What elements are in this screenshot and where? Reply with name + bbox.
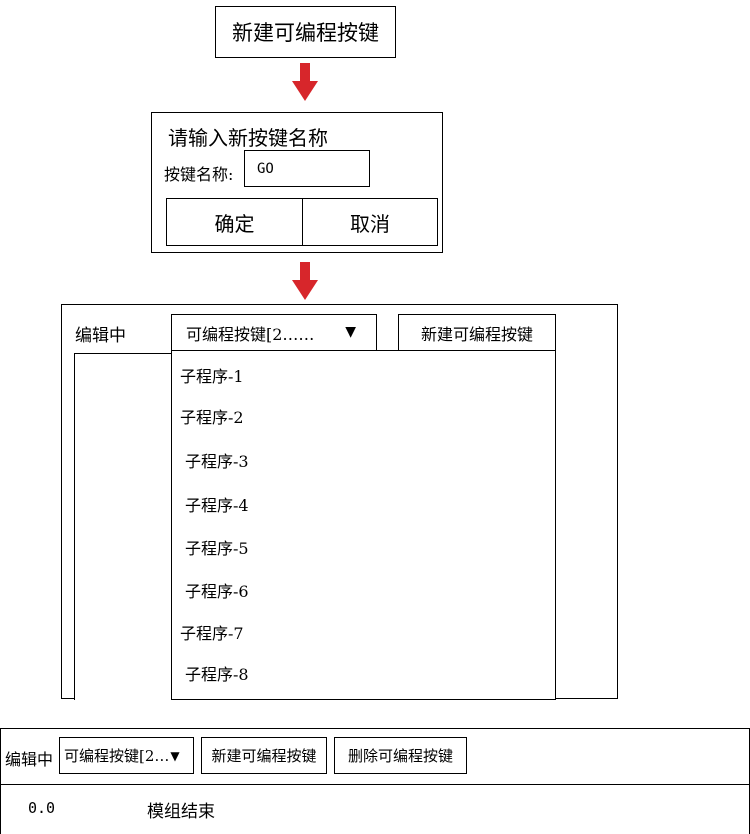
list-item[interactable]: 子程序-6 [185,582,249,601]
bottom-toolbar: 编辑中 可编程按键[2… ▼ 新建可编程按键 删除可编程按键 0.0 模组结束 [0,728,750,834]
key-name-input[interactable] [244,150,370,187]
editing-status-label: 编辑中 [5,750,54,769]
select-value: 可编程按键[2…… [186,324,315,344]
down-arrow-icon [292,63,318,101]
new-programmable-key-button[interactable]: 新建可编程按键 [201,737,327,774]
programmable-key-select[interactable]: 可编程按键[2… ▼ [59,737,194,774]
list-item[interactable]: 子程序-3 [185,452,249,471]
subroutine-dropdown-list: 子程序-1 子程序-2 子程序-3 子程序-4 子程序-5 子程序-6 子程序-… [171,350,556,700]
list-item[interactable]: 子程序-2 [180,408,244,427]
dropdown-caret-icon: ▼ [170,748,180,763]
list-item[interactable]: 子程序-4 [185,496,249,515]
list-item[interactable]: 子程序-5 [185,539,249,558]
list-item[interactable]: 子程序-1 [180,367,244,386]
new-programmable-key-button[interactable]: 新建可编程按键 [398,314,556,351]
delete-programmable-key-button[interactable]: 删除可编程按键 [334,737,467,774]
divider [1,784,750,785]
confirm-button[interactable]: 确定 [166,198,303,246]
cancel-button[interactable]: 取消 [302,198,438,246]
new-programmable-key-button[interactable]: 新建可编程按键 [215,6,396,58]
key-name-label: 按键名称: [164,165,234,184]
new-key-name-dialog: 请输入新按键名称 按键名称: 确定 取消 [151,112,443,253]
row-value: 0.0 [28,799,56,817]
programmable-key-select[interactable]: 可编程按键[2…… ▼ [171,314,377,351]
select-value: 可编程按键[2… [64,747,170,765]
side-list [74,353,172,700]
list-item[interactable]: 子程序-7 [180,624,244,643]
dialog-title: 请输入新按键名称 [168,126,328,150]
down-arrow-icon [292,262,318,300]
row-label: 模组结束 [147,802,215,822]
list-item[interactable]: 子程序-8 [185,665,249,684]
dropdown-caret-icon: ▼ [345,324,356,340]
editor-panel: 编辑中 可编程按键[2…… ▼ 新建可编程按键 子程序-1 子程序-2 子程序-… [61,304,618,700]
editing-status-label: 编辑中 [75,326,126,346]
